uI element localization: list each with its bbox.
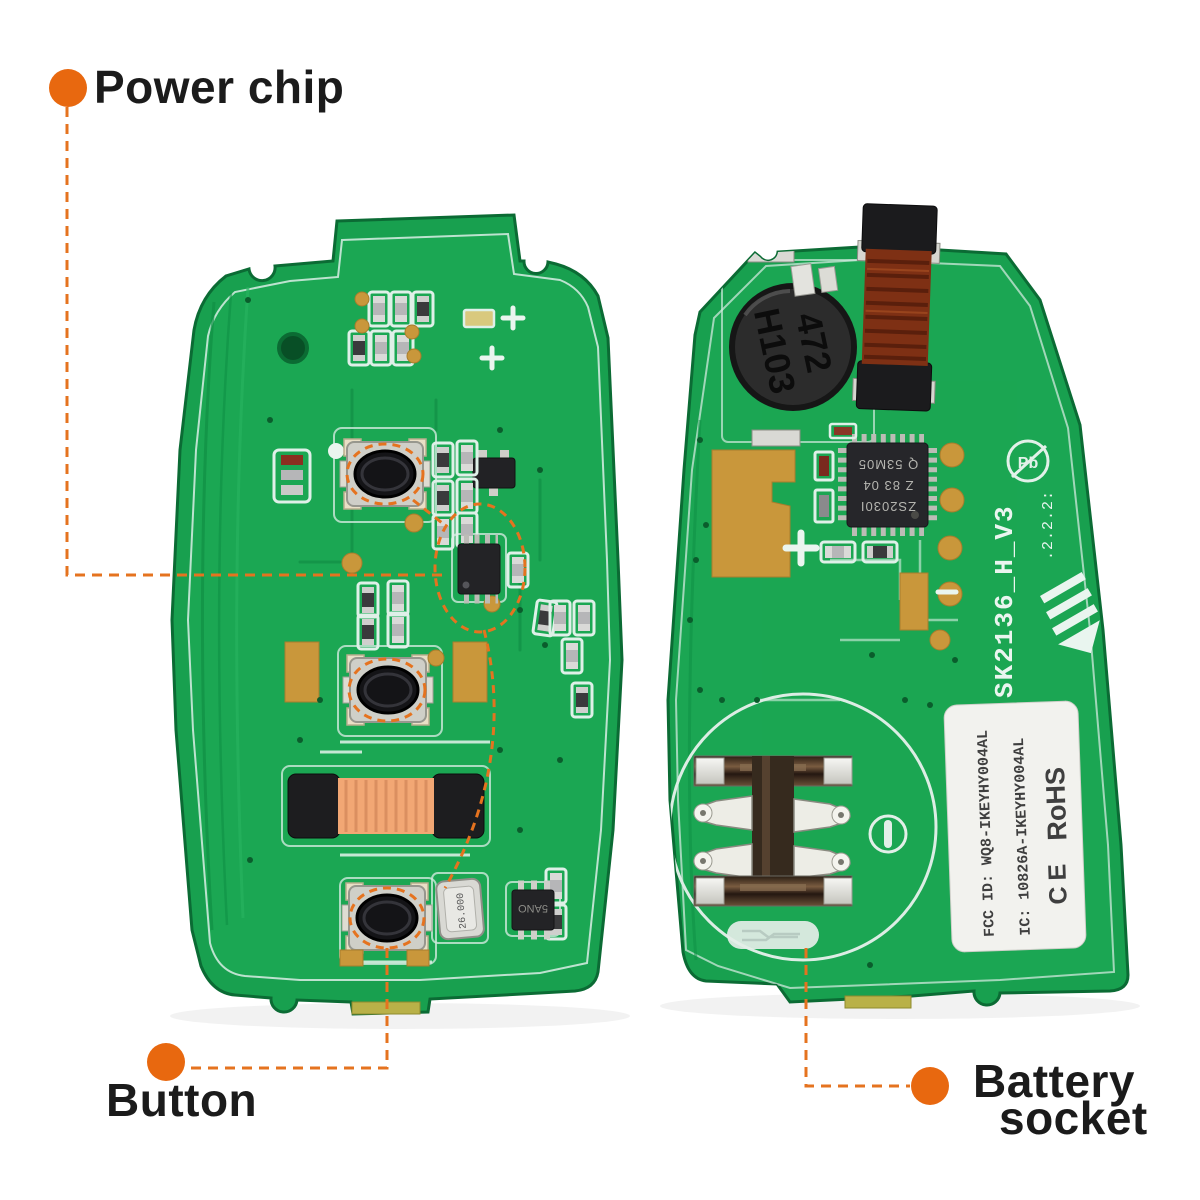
tactile-button-middle: [341, 653, 435, 727]
connector-curve: [443, 629, 496, 889]
leader-button: [186, 948, 389, 1070]
ce-mark-text: CE: [1043, 857, 1073, 905]
annotation-overlays: [65, 107, 910, 1088]
pcb-front-board: +: [170, 213, 624, 1016]
tactile-button-top: [338, 437, 432, 511]
leader-power-chip: [65, 107, 448, 577]
rohs-text: RoHS: [1040, 767, 1073, 842]
fcc-label: FCC ID: WQ8-IKEYHY004AL IC: 10826A-IKEYH…: [943, 700, 1087, 953]
button-dot: [147, 1043, 185, 1081]
tactile-button-bottom: [340, 881, 434, 955]
crystal-oscillator: 26.000: [435, 877, 485, 941]
power-chip-label: Power chip: [94, 61, 345, 113]
highlight-bottom-button: [348, 886, 426, 950]
mcu-qfp-chip: ZS2030I Z 83 04 Q 53M05: [838, 434, 937, 536]
driver-marking: 5ANO: [518, 902, 548, 914]
edge-connector-tab: [844, 995, 912, 1009]
transformer-coil: [851, 203, 941, 412]
rev-marks-silkscreen: .2.2.2:: [1040, 490, 1057, 560]
silkscreen-pill: [727, 921, 819, 949]
button-label: Button: [106, 1074, 258, 1126]
gold-pad: [899, 572, 929, 631]
coil-inductor: [287, 773, 485, 839]
sot23-transistor: [472, 450, 516, 496]
led: [462, 308, 496, 329]
crystal-marking: 26.000: [456, 892, 470, 929]
via-dots: [687, 437, 958, 968]
gold-vias: [929, 442, 965, 651]
highlight-power-chip: [433, 502, 527, 634]
board-id-silkscreen: SK2136_H_V3: [990, 504, 1020, 698]
battery-socket-contacts: [693, 755, 853, 907]
leader-battery-socket: [804, 948, 910, 1088]
mcu-marking-3: Q 53M05: [858, 457, 918, 472]
ic-id-text: IC: 10826A-IKEYHY004AL: [1011, 737, 1035, 936]
via-dots: [245, 297, 563, 863]
pb-free-icon: Pb: [1006, 439, 1050, 483]
gold-pad: [452, 641, 488, 703]
mcu-marking-2: Z 83 04: [862, 478, 913, 493]
connector-dash: [412, 498, 447, 528]
highlight-middle-button: [347, 657, 427, 723]
battery-socket-label-line1: Battery: [973, 1055, 1136, 1107]
battery-socket-label-line2: socket: [999, 1092, 1148, 1144]
battery-polarity-icon: [868, 814, 908, 854]
solder-pads: [790, 263, 839, 297]
pcb-back-board: 472 H103 + ZS2030I: [666, 203, 1130, 1009]
via-hole: [277, 332, 309, 364]
logo-stripes-icon: [1040, 571, 1100, 654]
highlight-top-button: [345, 442, 425, 506]
battery-socket-dot: [911, 1067, 949, 1105]
mcu-marking-1: ZS2030I: [860, 499, 916, 514]
gold-pad: [284, 641, 320, 703]
driver-chip-sot26: 5ANO: [511, 880, 555, 940]
power-chip-soic8: [457, 534, 501, 604]
power-chip-dot: [49, 69, 87, 107]
antenna-gold-pad: [711, 449, 796, 578]
